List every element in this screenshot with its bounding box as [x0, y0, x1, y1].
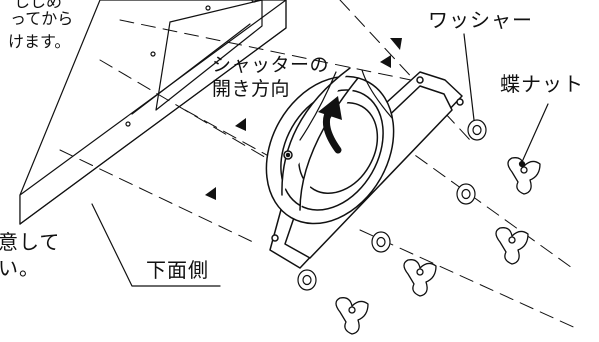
shutter-leader	[299, 71, 337, 141]
washer-leader	[463, 33, 475, 121]
shutter-direction-arrow	[318, 96, 342, 154]
washer-label: ワッシャー	[428, 8, 533, 32]
wing-nut	[507, 157, 541, 195]
wing-nut-leader	[521, 103, 549, 163]
wing-nut	[403, 259, 437, 297]
wing-nut-set	[335, 157, 541, 335]
shutter-leader	[361, 69, 393, 119]
shutter-direction-label-line2: 開き方向	[212, 78, 291, 100]
washer	[467, 119, 487, 141]
shutter-hood	[265, 67, 464, 269]
leader-lines	[91, 33, 549, 287]
washer	[456, 183, 476, 205]
washer	[297, 269, 317, 291]
washer-set	[297, 119, 487, 291]
bottom-side-leader	[91, 203, 221, 287]
vent-panel	[19, 0, 287, 225]
shutter-direction-label-line1: シャッターの	[212, 54, 330, 76]
wing-nut	[495, 227, 529, 265]
note-bottom-left-line1: 意して	[0, 230, 61, 254]
wing-nut-label: 蝶ナット	[500, 72, 584, 96]
note-bottom-left-line2: い。	[0, 256, 40, 280]
alignment-lines	[59, 0, 581, 331]
wing-nut	[335, 297, 369, 335]
washer	[371, 231, 391, 253]
note-top-left-line1: ししめ	[14, 0, 63, 11]
note-top-left-line3: けます。	[8, 32, 71, 51]
bottom-side-label: 下面側	[146, 258, 209, 282]
note-top-left-line2: ってから	[10, 9, 74, 28]
